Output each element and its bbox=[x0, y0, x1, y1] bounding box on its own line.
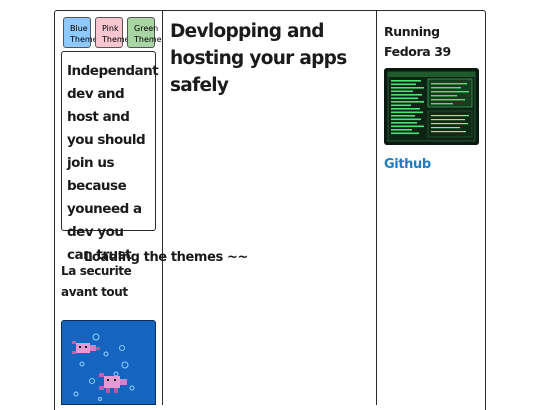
github-link[interactable]: Github bbox=[384, 157, 431, 172]
green-theme-button[interactable]: Green Theme bbox=[127, 17, 162, 48]
page-title: Devlopping and hosting your apps safely bbox=[170, 21, 347, 96]
page-frame bbox=[54, 10, 486, 410]
security-heading: La securite avant tout bbox=[61, 264, 132, 299]
blue-theme-button[interactable]: Blue Theme bbox=[63, 17, 98, 48]
column-divider-left bbox=[162, 10, 163, 405]
terminal-screenshot-icon bbox=[384, 68, 479, 145]
fedora-heading: Running Fedora 39 bbox=[384, 24, 451, 59]
axolotl-image-icon bbox=[61, 320, 156, 405]
column-divider-right bbox=[376, 10, 377, 405]
intro-card: Independant dev and host and you should … bbox=[61, 51, 159, 263]
intro-text: Independant dev and host and you should … bbox=[67, 63, 159, 263]
loading-themes-text: Loading the themes ~~ bbox=[84, 250, 248, 265]
pink-theme-button[interactable]: Pink Theme bbox=[95, 17, 130, 48]
